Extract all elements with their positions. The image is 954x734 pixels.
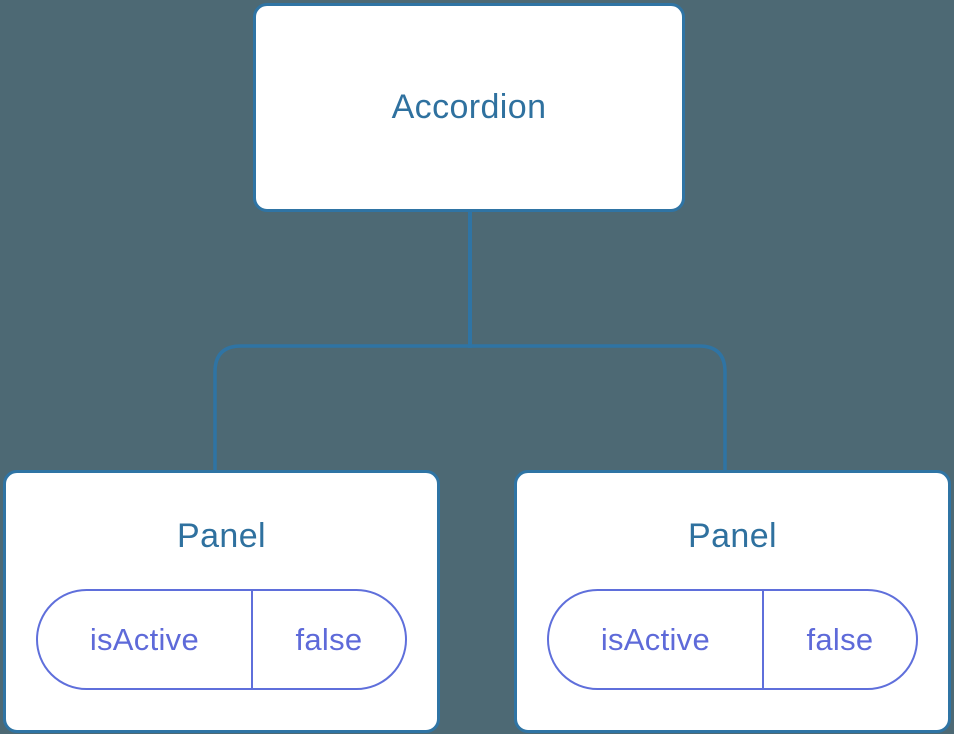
panel-node-1-label: Panel xyxy=(177,517,266,555)
state-key-label: isActive xyxy=(38,591,253,689)
panel-node-2-label: Panel xyxy=(688,517,777,555)
panel-node-2-state-pill: isActive false xyxy=(547,589,918,691)
state-value-label: false xyxy=(295,621,363,657)
panel-node-2: Panel isActive false xyxy=(514,470,951,733)
state-key-label: isActive xyxy=(549,591,764,689)
accordion-node-label: Accordion xyxy=(391,87,547,126)
panel-node-1: Panel isActive false xyxy=(3,470,440,733)
accordion-node: Accordion xyxy=(253,3,685,212)
state-value-label: false xyxy=(806,621,874,657)
branch-line xyxy=(213,344,727,472)
panel-node-1-state-pill: isActive false xyxy=(36,589,407,691)
